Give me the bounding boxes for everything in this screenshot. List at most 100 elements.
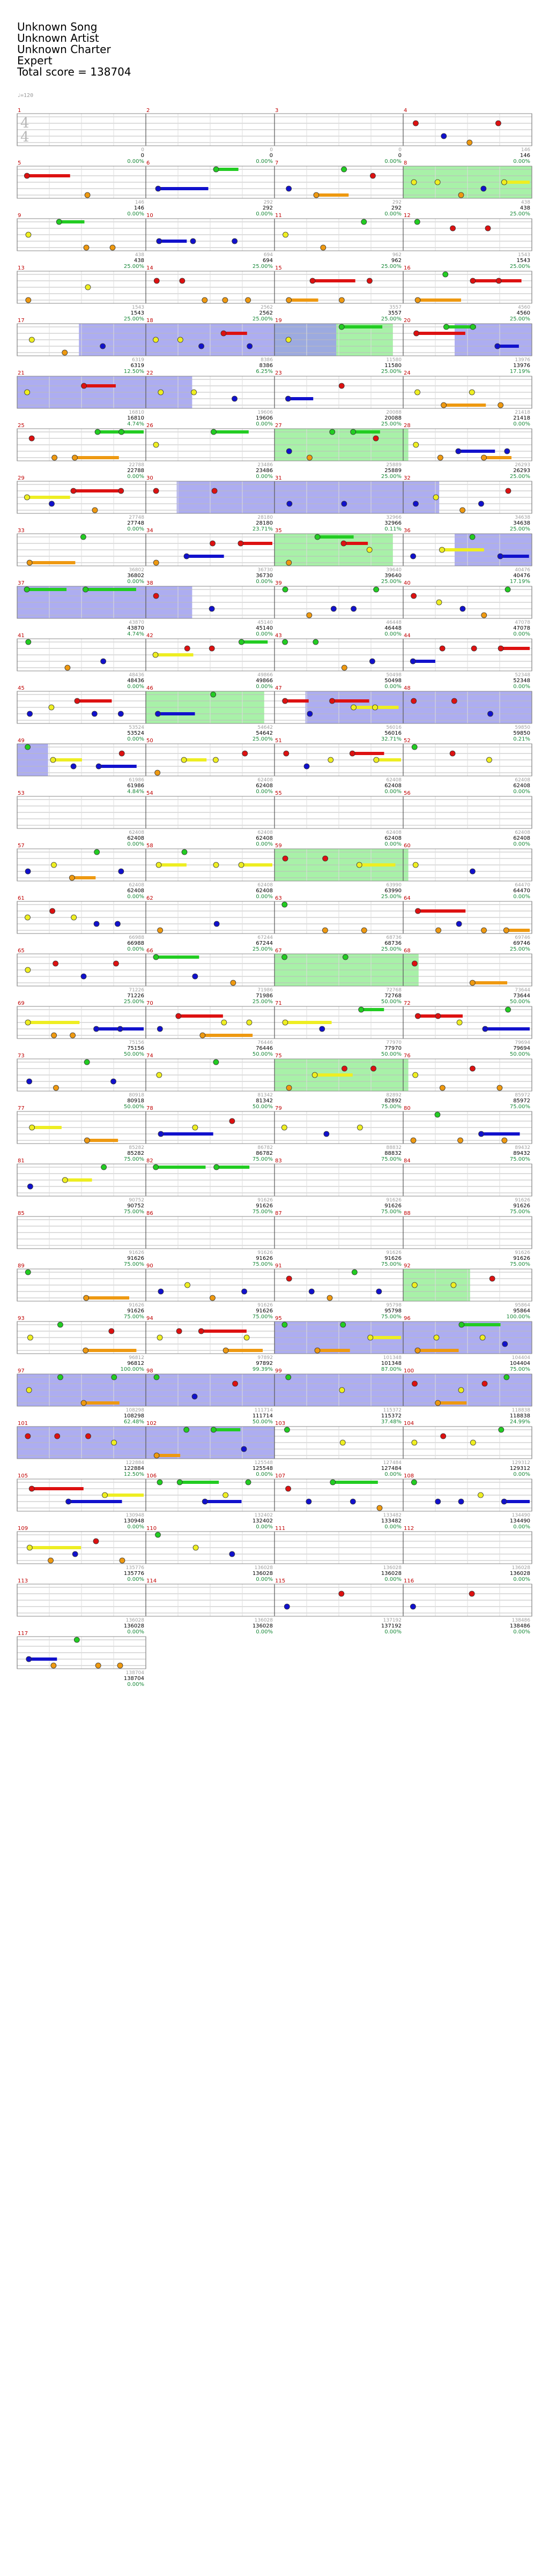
measure-number: 25	[18, 423, 25, 429]
note-count: 80918	[129, 1093, 144, 1098]
measure-number: 112	[404, 1526, 414, 1532]
note-count: 62408	[515, 778, 530, 783]
note	[373, 435, 379, 442]
note	[24, 494, 30, 501]
note-count: 89432	[515, 1145, 530, 1151]
note-count: 47078	[515, 620, 530, 625]
note-count: 36730	[257, 568, 273, 573]
measure-score: 115372	[381, 1413, 402, 1419]
measure-number: 62	[146, 895, 153, 901]
note	[303, 763, 310, 770]
measure-score: 28180	[256, 520, 273, 526]
sustain-tail	[485, 1027, 530, 1031]
note	[443, 324, 449, 330]
note	[437, 454, 443, 461]
note	[118, 868, 124, 875]
sustain-tail	[84, 1401, 120, 1405]
difficulty-label: Expert	[17, 54, 53, 67]
sustain-tail	[353, 430, 380, 434]
measure-score: 136028	[381, 1571, 402, 1577]
sp-percent: 50.00%	[510, 1051, 530, 1057]
note	[84, 1059, 90, 1065]
sustain-tail	[481, 1132, 520, 1136]
note	[351, 606, 357, 612]
note	[100, 343, 106, 349]
note	[71, 914, 77, 921]
measure-score: 11580	[384, 363, 402, 369]
note	[49, 501, 55, 507]
measure-score: 91626	[127, 1256, 144, 1261]
note	[210, 1427, 217, 1433]
note-count: 91626	[257, 1250, 273, 1256]
note-count: 0	[270, 147, 273, 153]
measure-score: 62408	[127, 888, 144, 894]
note-count: 136028	[512, 1565, 531, 1571]
note	[339, 1387, 345, 1393]
sustain-tail	[157, 1454, 181, 1457]
sp-percent: 25.00%	[510, 264, 530, 270]
note	[157, 1334, 163, 1341]
note-count: 133482	[383, 1513, 402, 1518]
note-count: 136028	[126, 1618, 145, 1623]
note	[49, 908, 56, 914]
measure-number: 7	[275, 160, 278, 166]
note	[242, 750, 248, 757]
sp-percent: 17.19%	[510, 579, 530, 585]
sustain-tail	[216, 1166, 250, 1169]
note-count: 62408	[129, 883, 144, 888]
measure-score: 67244	[256, 940, 273, 946]
sp-percent: 4.74%	[127, 631, 144, 637]
note	[241, 1446, 247, 1452]
sp-percent: 99.39%	[253, 1367, 273, 1372]
chart-row: 939681296812100.00%94978929789299.39%951…	[17, 1316, 532, 1372]
row-border	[17, 1268, 532, 1302]
note	[191, 1393, 198, 1400]
measure-score: 49866	[256, 678, 273, 684]
row-border	[17, 113, 532, 146]
sustain-tail	[53, 758, 82, 761]
note	[198, 343, 204, 349]
measure-score: 122884	[124, 1466, 144, 1472]
note	[247, 343, 253, 349]
note	[313, 192, 320, 198]
measure-score: 62408	[256, 835, 273, 841]
note-count: 292	[392, 200, 402, 205]
sp-percent: 100.00%	[507, 1314, 531, 1320]
note	[70, 763, 77, 770]
measure-score: 68736	[384, 940, 402, 946]
measure-score: 438	[134, 258, 144, 264]
note	[153, 559, 159, 566]
time-signature-bottom: 4	[20, 129, 29, 145]
measure-score: 62408	[513, 835, 530, 841]
measure-score: 21418	[513, 415, 530, 421]
note-count: 76446	[257, 1040, 273, 1046]
sp-percent: 75.00%	[124, 1314, 144, 1320]
note	[101, 1164, 107, 1170]
note-count: 138486	[512, 1618, 531, 1623]
note	[313, 639, 319, 645]
note	[366, 278, 373, 284]
measure-number: 102	[146, 1421, 157, 1427]
measure-score: 127484	[381, 1466, 402, 1472]
sp-percent: 0.00%	[127, 894, 144, 900]
measure-score: 19606	[256, 415, 273, 421]
sp-percent: 0.00%	[384, 1577, 402, 1582]
measure-score: 292	[263, 205, 273, 211]
note	[93, 1538, 99, 1544]
note	[478, 1492, 484, 1498]
measure-number: 85	[18, 1211, 25, 1216]
note	[286, 559, 292, 566]
note	[357, 1124, 363, 1131]
sp-percent: 0.00%	[127, 1682, 144, 1688]
measure-score: 43870	[127, 625, 144, 631]
note	[155, 1532, 161, 1538]
sp-percent: 0.00%	[513, 1524, 530, 1530]
note	[308, 1288, 315, 1295]
sp-percent: 75.00%	[381, 1156, 402, 1162]
measure-number: 75	[275, 1053, 282, 1059]
note-count: 129312	[512, 1460, 530, 1466]
sustain-tail	[484, 456, 512, 459]
sustain-tail	[27, 588, 67, 591]
measure-score: 91626	[256, 1256, 273, 1261]
note	[314, 534, 321, 540]
